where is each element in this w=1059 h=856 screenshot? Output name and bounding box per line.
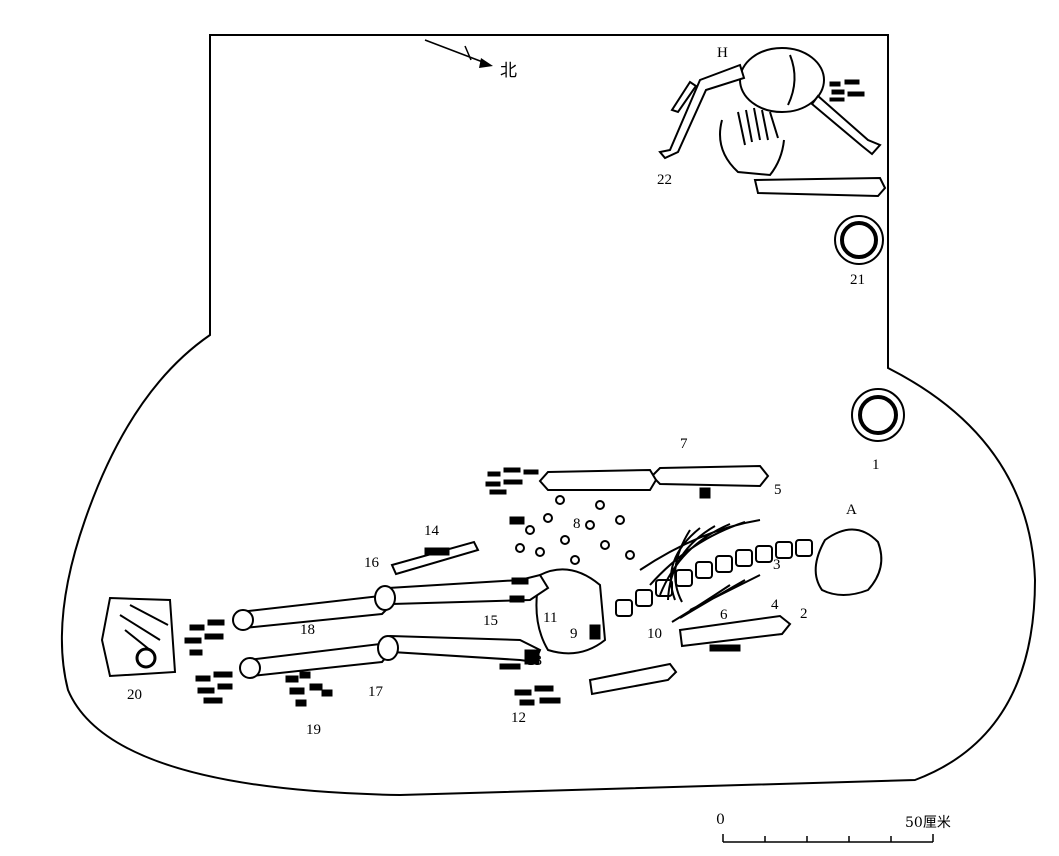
skull-A [814, 528, 883, 596]
north-label: 北 [500, 61, 517, 81]
label-7: 7 [680, 436, 688, 452]
label-8: 8 [573, 516, 581, 532]
ankle [232, 609, 254, 631]
label-9: 9 [570, 626, 578, 642]
hand-bones [829, 79, 865, 102]
hand-bones [485, 467, 561, 706]
skeleton-A [184, 464, 883, 706]
long-bone [588, 662, 678, 696]
label-12: 12 [511, 710, 526, 726]
label-2: 2 [800, 606, 808, 622]
label-10: 10 [647, 626, 662, 642]
tibia [238, 594, 394, 630]
artifact-19-cluster [285, 671, 333, 707]
ankle [239, 657, 261, 679]
long-bone [658, 63, 746, 160]
label-A: A [846, 502, 857, 518]
scale-bar [722, 834, 934, 843]
dark-items [509, 487, 741, 665]
spine [615, 539, 813, 617]
label-17: 17 [368, 684, 383, 700]
skull-H [739, 47, 825, 113]
north-arrow-icon [424, 39, 493, 68]
label-6: 6 [720, 607, 728, 623]
ribs-H [719, 107, 785, 177]
label-1: 1 [872, 457, 880, 473]
label-21: 21 [850, 272, 865, 288]
tomb-outline [60, 34, 1037, 797]
ring-artifact-21 [834, 215, 884, 265]
scale-zero-label: 0 [716, 812, 725, 828]
pelvis [535, 568, 607, 655]
artifact-14-tip [424, 547, 450, 556]
label-3: 3 [773, 557, 781, 573]
tibia [246, 642, 392, 678]
label-11: 11 [543, 610, 558, 626]
long-bone [650, 464, 770, 488]
skeleton-H [658, 47, 887, 198]
label-14: 14 [424, 523, 439, 539]
knee [377, 635, 399, 661]
label-18: 18 [300, 622, 315, 638]
label-19: 19 [306, 722, 321, 738]
artifact-20-ring [135, 647, 157, 669]
label-22: 22 [657, 172, 672, 188]
artifact-20-plaque [100, 596, 177, 678]
label-13: 13 [527, 653, 542, 669]
femur [380, 634, 542, 664]
ring-artifact-1 [851, 388, 905, 442]
label-4: 4 [771, 597, 779, 613]
bead-scatter [515, 495, 635, 565]
label-H: H [717, 45, 728, 61]
long-bone [810, 94, 882, 156]
knee [374, 585, 396, 611]
scale-end-label: 50厘米 [905, 815, 951, 831]
artifact-14-tool [390, 540, 480, 576]
label-16: 16 [364, 555, 379, 571]
ribs-A [639, 519, 761, 623]
long-bone [678, 614, 792, 648]
label-15: 15 [483, 613, 498, 629]
long-bone [753, 176, 887, 198]
foot-bones [184, 619, 233, 704]
label-5: 5 [774, 482, 782, 498]
long-bone [670, 80, 698, 114]
long-bone [538, 468, 658, 491]
label-20: 20 [127, 687, 142, 703]
